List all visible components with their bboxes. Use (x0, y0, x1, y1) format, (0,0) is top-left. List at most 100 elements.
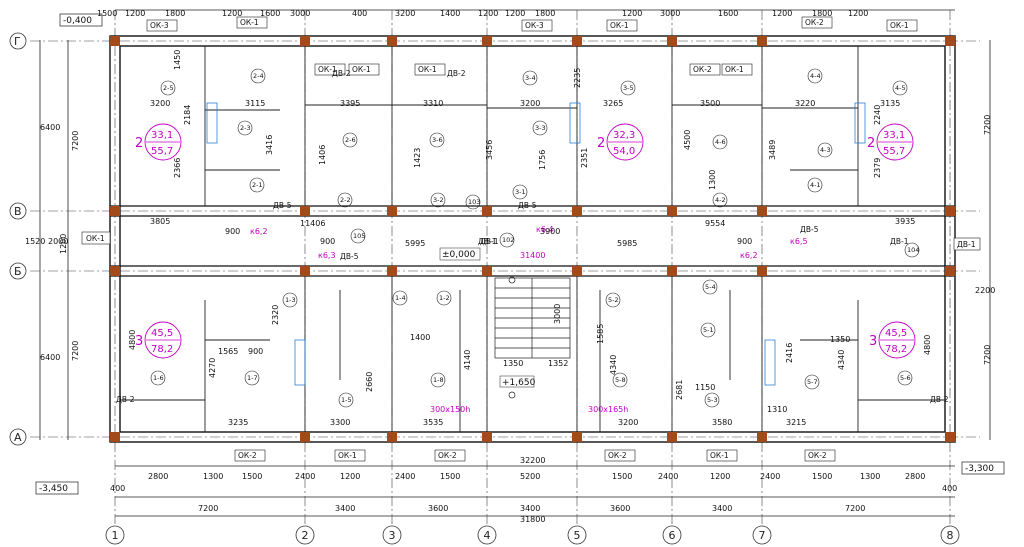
axis-number-text: 4 (484, 529, 491, 542)
axis-number-text: 1 (112, 529, 119, 542)
structural-columns (110, 36, 955, 442)
window-marker (236, 16, 268, 29)
room-tag: 3-5 (623, 84, 634, 92)
inner-dim: 4270 (208, 358, 217, 378)
inner-dim: 4340 (609, 355, 618, 375)
column (945, 432, 955, 442)
window-marker (886, 19, 918, 32)
bottom-dim-row1: 2400 (760, 472, 780, 481)
bottom-dim-row3: 400 (110, 484, 125, 493)
axis-number-text: 7 (759, 529, 766, 542)
window-label: ОК-1 (418, 65, 437, 74)
top-dim-value: 1800 (812, 9, 832, 18)
room-tag: 1-5 (341, 396, 352, 404)
axis-letter-text: Г (14, 35, 21, 48)
axis-number-text: 6 (669, 529, 676, 542)
inner-dim: 1300 (708, 170, 717, 190)
inner-dim: 1585 (596, 324, 605, 344)
room-tag-circle (244, 370, 260, 386)
apartment-room-count: 3 (135, 334, 143, 349)
column (945, 206, 955, 216)
column (300, 432, 310, 442)
apartment-total-area: 78,2 (151, 344, 173, 355)
level-bottom-right: -3,300 (965, 464, 994, 474)
corridor-label: к6,5 (790, 237, 808, 246)
inner-dim: 4800 (923, 335, 932, 355)
room-tag: 1-7 (247, 374, 258, 382)
opening-right: 300x165h (588, 405, 628, 414)
room-tag: 5-1 (703, 326, 714, 334)
room-tag-circle (512, 184, 528, 200)
window-label: ОК-2 (438, 451, 457, 460)
room-tag-circle (150, 370, 166, 386)
inner-dim: 4500 (683, 130, 692, 150)
room-tag-circle (807, 68, 823, 84)
room-tag-circle (436, 290, 452, 306)
window-label: ОК-2 (608, 451, 627, 460)
axis-number-text: 8 (947, 529, 954, 542)
room-tag-circle (712, 192, 728, 208)
axis-number-bubble (295, 525, 315, 545)
window-marker (721, 63, 753, 76)
window-label: ОК-2 (693, 65, 712, 74)
column (387, 206, 397, 216)
apartment-total-area: 54,0 (613, 146, 635, 157)
corridor-dim: 3935 (895, 217, 915, 226)
door-label: ДВ-1 (480, 237, 499, 246)
room-tag-circle (807, 177, 823, 193)
window-side-left: ОК-1 (86, 234, 105, 243)
top-dim-value: 1200 (772, 9, 792, 18)
window-label: ОК-2 (238, 451, 257, 460)
axis-number-text: 2 (302, 529, 309, 542)
inner-dim: 1150 (695, 383, 715, 392)
inner-dim: 3535 (423, 418, 443, 427)
column (300, 206, 310, 216)
inner-dim: 2681 (675, 380, 684, 400)
axis-letter-text: Б (14, 265, 22, 278)
corridor-dim: 900 (737, 237, 752, 246)
inner-dim: 1310 (767, 405, 787, 414)
level-floor: ±0,000 (442, 250, 476, 260)
bottom-dim-row2: 3400 (335, 504, 355, 513)
corridor-dim: 5995 (405, 239, 425, 248)
corridor-dim: 3900 (540, 227, 560, 236)
room-tag: 1-3 (285, 296, 296, 304)
top-dim-value: 1600 (718, 9, 738, 18)
bottom-dim-row1: 5200 (520, 472, 540, 481)
room-tag: 2-4 (253, 72, 264, 80)
apartment-total-area: 55,7 (151, 146, 173, 157)
inner-dim: 1565 (218, 347, 238, 356)
room-tag: 2-1 (252, 181, 263, 189)
inner-dim: 4340 (837, 350, 846, 370)
column (110, 432, 120, 442)
column (110, 266, 120, 276)
room-tag: 4-1 (810, 181, 821, 189)
dim-corridor-2000: 2000 (48, 237, 68, 246)
overall-dimensions: 32200 31800 31400 6400 6400 7200 7200 72… (25, 115, 995, 524)
room-tag-circle (817, 142, 833, 158)
window-label: ОК-2 (808, 451, 827, 460)
apartment-circle (878, 321, 916, 359)
apartment-circle (876, 123, 914, 161)
window-label: ОК-3 (150, 21, 169, 30)
dim-corridor: 31400 (520, 251, 545, 260)
bottom-dim-row2: 3600 (428, 504, 448, 513)
room-tag: 4-3 (820, 146, 831, 154)
room-tag: 3-6 (432, 136, 443, 144)
window-marker (146, 19, 178, 32)
apartment-living-area: 33,1 (151, 130, 173, 141)
top-dim-value: 1200 (478, 9, 498, 18)
inner-dim: 2416 (785, 343, 794, 363)
column (300, 266, 310, 276)
axis-letter-bubble (9, 262, 27, 280)
door-label: ДВ-2 (930, 395, 949, 404)
room-tag: 5-2 (608, 296, 619, 304)
inner-dim: 3200 (618, 418, 638, 427)
inner-dim: 1423 (413, 148, 422, 168)
top-dim-value: 1200 (125, 9, 145, 18)
window-label: ОК-1 (710, 451, 729, 460)
axis-number-bubble (567, 525, 587, 545)
dim-left-total-upper: 7200 (71, 131, 80, 151)
door-corridor-right: ДВ-1 (890, 237, 909, 246)
